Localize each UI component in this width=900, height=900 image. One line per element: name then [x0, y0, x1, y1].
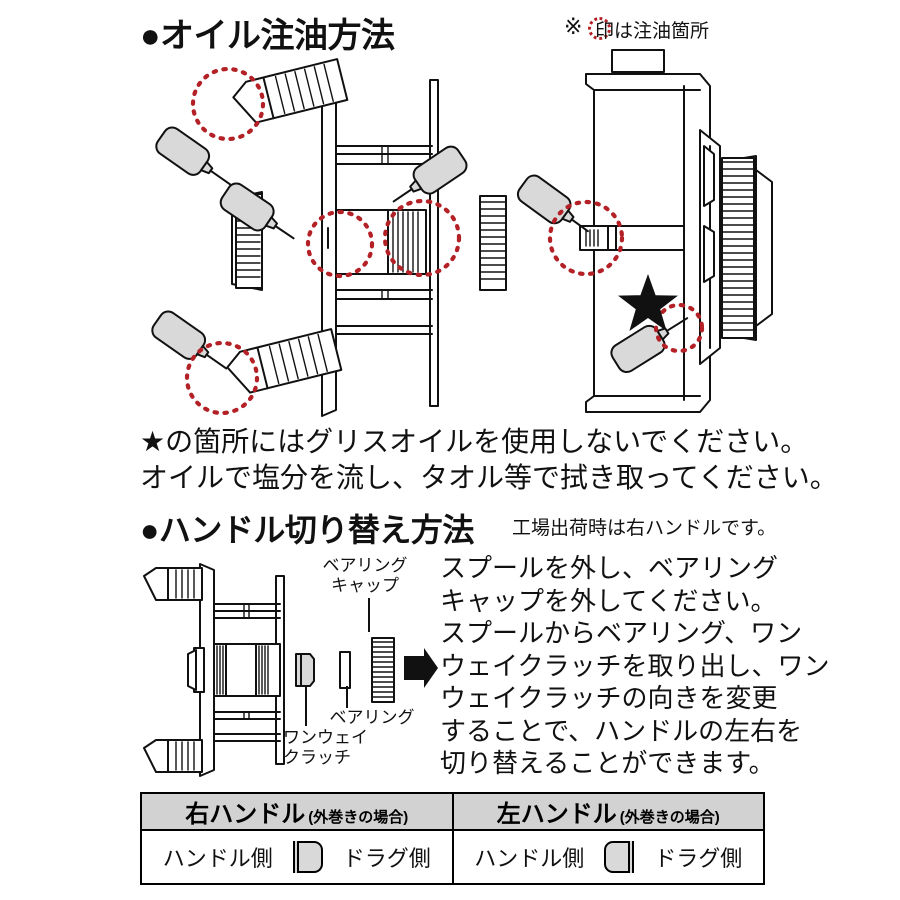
instruction-line-6: することで、ハンドルの左右を	[440, 715, 803, 746]
right-cell-handle-side-label: ハンドル側	[162, 846, 273, 871]
instruction-line-7: 切り替えることができます。	[440, 748, 775, 778]
left-handle-subtitle: (外巻きの場合)	[619, 809, 720, 826]
left-cell-drag-side-label: ドラグ側	[654, 846, 743, 871]
left-handle-orientation-cell: ハンドル側 ドラグ側	[451, 829, 765, 885]
left-handle-title: 左ハンドル	[496, 801, 617, 828]
bearing-cap-label: ベアリング キャップ	[322, 556, 408, 595]
table-header-row: 右ハンドル (外巻きの場合) 左ハンドル (外巻きの場合)	[140, 792, 765, 831]
warning-line-2: オイルで塩分を流し、タオル等で拭き取ってください。	[140, 462, 838, 493]
right-cell-drag-side-label: ドラグ側	[342, 846, 431, 871]
factory-default-note: 工場出荷時は右ハンドルです。	[512, 518, 777, 539]
oil-section-heading: ●オイル注油方法	[140, 17, 395, 55]
clutch-flange-left-icon	[292, 841, 323, 873]
clutch-flange-right-icon	[604, 841, 635, 873]
one-way-clutch-leader-line	[305, 686, 307, 726]
bearing-leader-line	[346, 686, 348, 708]
instruction-line-1: スプールを外し、ベアリング	[440, 553, 779, 583]
right-handle-subtitle: (外巻きの場合)	[308, 809, 409, 826]
dashed-circle-legend-icon	[588, 17, 611, 40]
right-handle-orientation-cell: ハンドル側 ドラグ側	[140, 829, 454, 885]
one-way-clutch-label: ワンウェイ クラッチ	[283, 728, 368, 767]
instruction-line-2: キャップを外してください。	[440, 585, 777, 616]
grease-warning-text: ★の箇所にはグリスオイルを使用しないでください。 オイルで塩分を流し、タオル等で…	[140, 424, 838, 496]
reference-mark-symbol: ※	[564, 14, 583, 39]
left-cell-handle-side-label: ハンドル側	[474, 846, 585, 871]
table-header-right-handle: 右ハンドル (外巻きの場合)	[140, 792, 454, 831]
table-row: ハンドル側 ドラグ側 ハンドル側 ドラグ側	[140, 829, 765, 885]
handle-orientation-table: 右ハンドル (外巻きの場合) 左ハンドル (外巻きの場合) ハンドル側	[140, 792, 765, 885]
reel-frame-oiling-diagram	[516, 49, 894, 440]
bearing-label: ベアリング	[329, 708, 415, 727]
spool-exploded-diagram	[138, 556, 438, 786]
instruction-line-5: ウェイクラッチの向きを変更	[440, 683, 778, 713]
handle-swap-instructions: スプールを外し、ベアリング キャップを外してください。 スプールからベアリング、…	[440, 552, 830, 780]
warning-line-1: ★の箇所にはグリスオイルを使用しないでください。	[140, 426, 809, 457]
table-header-left-handle: 左ハンドル (外巻きの場合)	[451, 792, 765, 831]
right-handle-title: 右ハンドル	[185, 801, 306, 828]
bearing-cap-leader-line	[368, 598, 370, 632]
instruction-line-3: スプールからベアリング、ワン	[440, 618, 803, 648]
instruction-line-4: ウェイクラッチを取り出し、ワン	[440, 650, 830, 681]
handle-section-heading: ●ハンドル切り替え方法	[140, 512, 474, 548]
oiling-point-legend-text: 印は注油箇所	[595, 21, 710, 42]
spool-oiling-diagram	[150, 58, 540, 428]
